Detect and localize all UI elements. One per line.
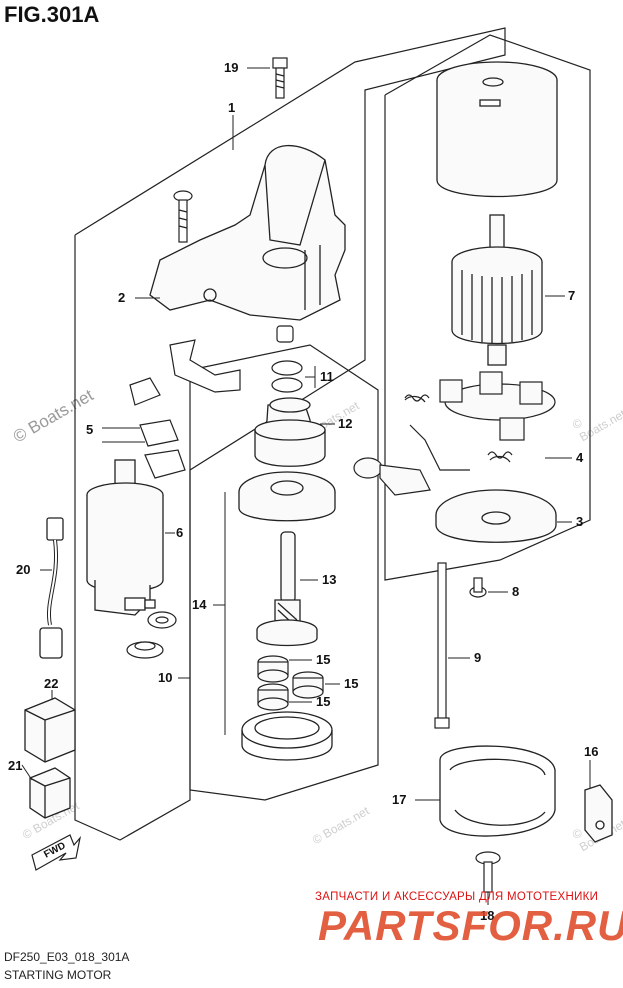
callout-19: 19 xyxy=(224,60,238,75)
callout-22: 22 xyxy=(44,676,58,691)
gear-housing-plate xyxy=(238,471,336,522)
bolt-housing xyxy=(173,190,193,243)
callout-20: 20 xyxy=(16,562,30,577)
bolt-19 xyxy=(272,57,288,99)
band-17 xyxy=(439,745,556,837)
front-housing-2 xyxy=(149,144,346,321)
callout-12: 12 xyxy=(338,416,352,431)
planet-gear-15 xyxy=(257,655,289,683)
callout-16: 16 xyxy=(584,744,598,759)
shaft-13 xyxy=(256,531,318,647)
fwd-arrow-icon xyxy=(31,834,82,871)
callout-numbers: 19 1 2 3 4 5 6 7 8 9 10 11 12 13 14 15 1… xyxy=(8,60,598,923)
callout-9: 9 xyxy=(474,650,481,665)
pinion-12 xyxy=(254,397,326,467)
assembly-frame-inner xyxy=(189,344,379,801)
callout-8: 8 xyxy=(512,584,519,599)
figure-code: DF250_E03_018_301A xyxy=(4,950,130,964)
callout-1: 1 xyxy=(228,100,235,115)
bolt-18 xyxy=(475,851,501,893)
leader-lines xyxy=(21,67,591,905)
shop-watermark-line: ЗАПЧАСТИ И АКСЕССУАРЫ ДЛЯ МОТОТЕХНИКИ xyxy=(315,891,599,903)
callout-7: 7 xyxy=(568,288,575,303)
terminal-lead xyxy=(353,424,470,496)
washer xyxy=(147,611,177,629)
spring xyxy=(404,394,513,459)
callout-6: 6 xyxy=(176,525,183,540)
wire-20 xyxy=(39,517,64,659)
callout-2: 2 xyxy=(118,290,125,305)
callout-17: 17 xyxy=(392,792,406,807)
internal-gear xyxy=(241,711,333,761)
callout-13: 13 xyxy=(322,572,336,587)
callout-10: 10 xyxy=(158,670,172,685)
shop-watermark-logo: PARTSFOR.RU xyxy=(318,902,623,949)
end-plate-3 xyxy=(435,489,557,543)
brush-holder-4 xyxy=(404,371,556,463)
ring-11 xyxy=(271,360,303,393)
lever-assembly xyxy=(129,339,241,479)
bracket-16 xyxy=(584,784,613,843)
planet-gear-15 xyxy=(257,683,289,711)
callout-15: 15 xyxy=(316,652,330,667)
callout-15: 15 xyxy=(316,694,330,709)
assembly-frame-right xyxy=(384,34,591,581)
callout-3: 3 xyxy=(576,514,583,529)
callout-14: 14 xyxy=(192,597,207,612)
planet-gear-15 xyxy=(292,671,324,699)
callout-18: 18 xyxy=(480,908,494,923)
callout-11: 11 xyxy=(320,369,334,384)
figure-title: FIG.301A xyxy=(4,2,100,27)
figure-name: STARTING MOTOR xyxy=(4,968,112,982)
through-bolt-9 xyxy=(434,562,450,729)
armature-7 xyxy=(451,214,543,366)
solenoid-6 xyxy=(86,459,164,616)
callout-21: 21 xyxy=(8,758,22,773)
nut xyxy=(126,641,164,659)
callout-4: 4 xyxy=(576,450,584,465)
callout-15: 15 xyxy=(344,676,358,691)
relay-21 xyxy=(29,767,71,819)
callout-5: 5 xyxy=(86,422,93,437)
relay-22 xyxy=(24,697,76,763)
bushing xyxy=(276,325,294,343)
screw-8 xyxy=(469,577,487,598)
assembly-frame-outer xyxy=(74,27,506,841)
yoke-cover xyxy=(436,61,558,198)
